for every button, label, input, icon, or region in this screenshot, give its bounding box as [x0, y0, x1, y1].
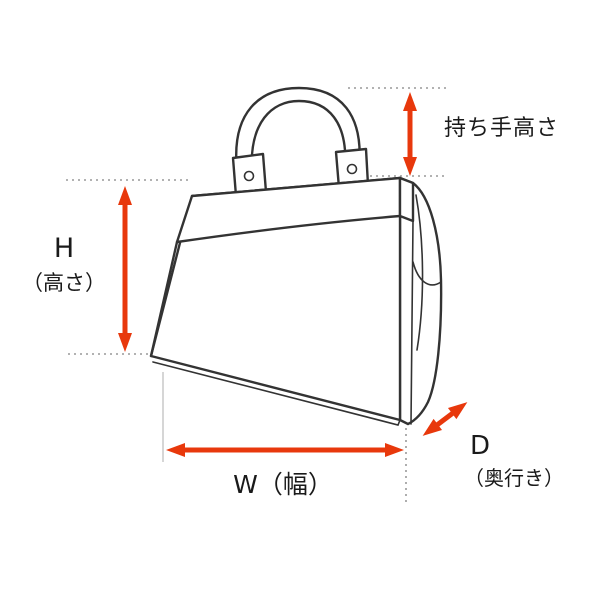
width-arrowhead-left	[166, 443, 185, 457]
bag-bottom-seam	[152, 361, 401, 426]
bag-right-inner-edge	[410, 220, 414, 425]
bag-rivet-right	[346, 163, 358, 175]
width-arrow	[166, 443, 404, 457]
handle-height-label: 持ち手高さ	[444, 116, 560, 141]
depth-label: D （奥行き）	[464, 431, 564, 490]
bag-gusset-crease	[415, 194, 424, 351]
depth-label-sub: （奥行き）	[464, 465, 564, 490]
handle-height-arrowhead-top	[403, 92, 417, 111]
depth-arrowhead-left	[422, 418, 443, 436]
width-arrowhead-right	[385, 443, 404, 457]
height-arrowhead-top	[118, 186, 132, 205]
height-arrowhead-bottom	[118, 333, 132, 352]
height-label: H （高さ）	[12, 233, 116, 295]
width-label: W（幅）	[233, 470, 333, 499]
handle-height-arrowhead-bottom	[403, 157, 417, 176]
bag-left-edge	[149, 240, 179, 358]
height-label-letter: H	[53, 233, 75, 264]
bag-handle-inner	[250, 99, 347, 174]
bag-gusset-fold	[412, 261, 442, 286]
bag-flap-side	[398, 176, 415, 223]
depth-arrowhead-right	[447, 402, 468, 420]
depth-label-letter: D	[470, 431, 491, 461]
guide-lines	[66, 87, 448, 505]
height-arrow	[118, 186, 132, 352]
depth-arrow	[422, 402, 468, 436]
bag-flap	[175, 176, 402, 244]
bag-gusset	[398, 176, 443, 426]
bag-handle-outer	[235, 86, 361, 172]
handle-height-arrow	[403, 92, 417, 176]
height-label-sub: （高さ）	[22, 271, 106, 296]
bag-drawing	[149, 86, 443, 426]
bag-rivet-left	[243, 170, 255, 182]
